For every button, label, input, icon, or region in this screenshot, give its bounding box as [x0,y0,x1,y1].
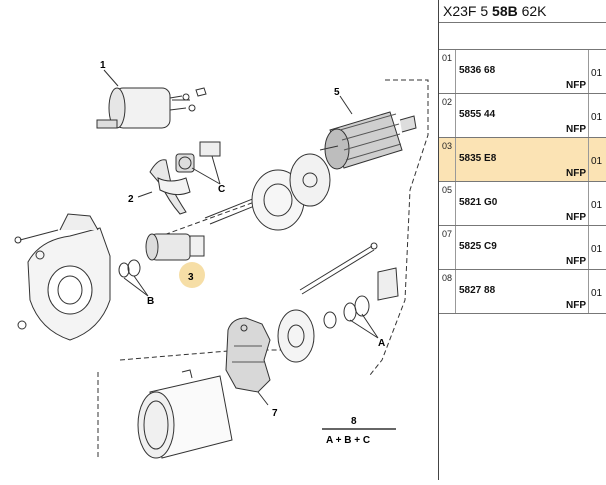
callout-7: 7 [272,408,278,419]
exploded-parts-diagram: 1 2 3 5 7 8 A B C A + B + C [14,60,429,460]
part-quantity: 01 [591,112,603,123]
callout-3-highlight [179,262,205,288]
column-divider [455,50,456,93]
leader-A [349,313,379,339]
part-note: NFP [566,256,586,267]
column-divider [455,182,456,225]
part-reference[interactable]: 5821 G0 [459,197,498,208]
brush-holder-part [225,317,271,393]
column-divider [588,182,589,225]
callout-8: 8 [351,416,357,427]
pinion-drive-part [145,233,205,261]
part-row[interactable]: 05 5821 G0 NFP 01 [439,182,606,226]
part-index: 08 [442,273,453,283]
field-housing-part [137,369,233,459]
part-index: 07 [442,229,453,239]
part-note: NFP [566,168,586,179]
part-reference[interactable]: 5855 44 [459,109,496,120]
bolt-left [14,229,59,244]
part-reference[interactable]: 5825 C9 [459,241,497,252]
callout-A: A [378,338,385,349]
tie-rod-part [299,242,378,295]
part-index: 03 [442,141,453,151]
callout-1: 1 [100,60,106,71]
leader-1 [103,69,119,87]
part-index: 02 [442,97,453,107]
leader-7 [257,391,269,406]
end-plate-part [277,267,399,363]
armature-shaft [204,153,331,231]
part-reference[interactable]: 5835 E8 [459,153,497,164]
part-row[interactable]: 02 5855 44 NFP 01 [439,94,606,138]
part-note: NFP [566,300,586,311]
part-quantity: 01 [591,156,603,167]
part-quantity: 01 [591,244,603,255]
column-divider [588,138,589,181]
frame-dash-right [369,79,429,376]
leader-B [123,275,149,297]
column-divider [588,226,589,269]
header-bold: 58B [492,3,518,19]
b-washers [118,259,141,278]
callout-B: B [147,296,154,307]
column-divider [588,270,589,313]
part-row[interactable]: 01 5836 68 NFP 01 [439,50,606,94]
header-prefix: X23F 5 [443,3,493,19]
callout-3: 3 [188,272,194,283]
part-quantity: 01 [591,68,603,79]
column-divider [588,94,589,137]
part-row[interactable]: 07 5825 C9 NFP 01 [439,226,606,270]
part-row[interactable]: 08 5827 88 NFP 01 [439,270,606,314]
starter-motor-drawing: 1 2 3 5 7 8 A B C A + B + C [14,60,429,460]
solenoid-part [96,87,207,129]
callout-C: C [218,184,225,195]
column-divider [455,94,456,137]
parts-list-panel: X23F 5 58B 62K 01 5836 68 NFP 01 02 5855 44 NF… [438,0,606,480]
leader-C [191,155,221,185]
kit-label: A + B + C [326,435,370,446]
parts-list: 01 5836 68 NFP 01 02 5855 44 NFP 01 03 5835 E8 NFP… [439,50,606,314]
column-divider [455,270,456,313]
part-reference[interactable]: 5836 68 [459,65,496,76]
armature-part [319,111,417,170]
part-index: 01 [442,53,453,63]
fork-lever-part [149,159,191,215]
part-note: NFP [566,80,586,91]
callout-2: 2 [128,194,134,205]
column-divider [455,138,456,181]
part-row[interactable]: 03 5835 E8 NFP 01 [439,138,606,182]
part-reference[interactable]: 5827 88 [459,285,496,296]
leader-5 [339,95,353,115]
diagram-code-header: X23F 5 58B 62K [439,0,606,23]
part-note: NFP [566,212,586,223]
leader-2 [137,191,153,198]
part-note: NFP [566,124,586,135]
part-quantity: 01 [591,200,603,211]
column-divider [455,226,456,269]
part-index: 05 [442,185,453,195]
part-quantity: 01 [591,288,603,299]
c-parts [175,141,221,173]
column-divider [588,50,589,93]
callout-5: 5 [334,87,340,98]
header-suffix: 62K [517,3,547,19]
header-spacer [439,23,606,50]
drive-housing-part [17,213,111,341]
